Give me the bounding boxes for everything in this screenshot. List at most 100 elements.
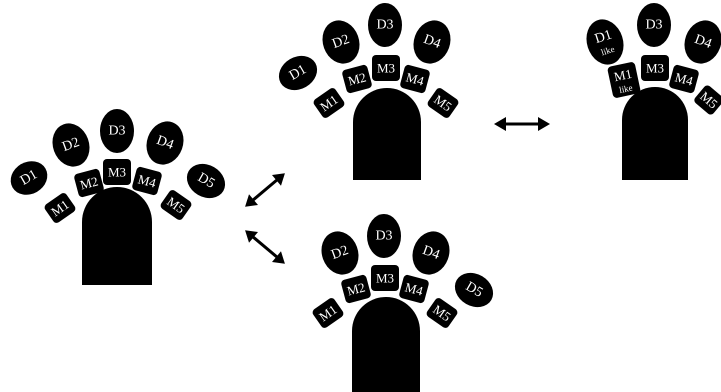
digit-shape	[278, 55, 318, 91]
digit-d3: D3	[367, 214, 401, 258]
metacarpal-like-note: like	[618, 83, 633, 96]
metacarpal-shape	[372, 55, 400, 81]
metacarpal-shape	[669, 64, 699, 94]
metacarpal-label: M3	[108, 165, 126, 180]
digit-d3: D3	[368, 3, 402, 47]
hand-left: D1 D2 D3 D4 D5 M1 M2 M3	[10, 109, 226, 285]
metacarpal-shape	[371, 265, 399, 291]
digit-d1-like: D1 like	[586, 19, 624, 65]
metacarpal-m5: M5	[160, 190, 192, 220]
metacarpal-label: M3	[646, 61, 664, 76]
digit-label: D2	[330, 32, 351, 52]
digit-shape	[321, 231, 359, 275]
digit-label: D1	[287, 62, 309, 84]
digit-label: D3	[376, 18, 393, 33]
digit-like-note: like	[600, 44, 616, 58]
metacarpal-m3: M3	[103, 159, 131, 185]
metacarpal-m4: M4	[400, 64, 430, 94]
digit-shape	[367, 214, 401, 258]
digit-d3: D3	[100, 109, 134, 153]
digit-shape	[454, 272, 494, 308]
metacarpal-shape	[74, 168, 104, 198]
digit-label: D3	[645, 18, 662, 33]
metacarpal-label: M2	[345, 279, 366, 298]
metacarpal-m3: M3	[371, 265, 399, 291]
digit-shape	[586, 19, 624, 65]
metacarpal-m1: M1	[312, 298, 344, 328]
metacarpal-shape	[312, 298, 344, 328]
digit-label: D4	[421, 32, 442, 52]
digit-d1: D1	[278, 55, 318, 91]
metacarpal-label: M2	[78, 173, 99, 192]
digit-shape	[10, 161, 48, 195]
metacarpal-shape	[641, 55, 669, 81]
digit-label: D4	[692, 32, 713, 52]
palm	[622, 87, 688, 180]
metacarpal-shape	[341, 274, 371, 304]
hand-top-middle: D1 D2 D3 D4 M1 M2 M3 M4	[278, 3, 459, 180]
metacarpal-label: M4	[136, 171, 158, 190]
digit-shape	[52, 123, 90, 167]
metacarpal-m4: M4	[669, 64, 699, 94]
metacarpal-shape	[400, 64, 430, 94]
metacarpal-label: M3	[376, 271, 394, 286]
metacarpal-m4: M4	[132, 166, 162, 196]
metacarpal-label: M4	[673, 69, 695, 88]
digit-d5: D5	[186, 163, 226, 199]
digit-label: D1	[18, 167, 40, 189]
digit-shape	[413, 20, 451, 64]
metacarpal-m1-like: M1 like	[607, 62, 641, 98]
metacarpal-shape	[427, 88, 459, 118]
metacarpal-shape	[44, 193, 76, 223]
digit-shape	[186, 163, 226, 199]
metacarpal-m5: M5	[694, 85, 721, 115]
metacarpal-m3: M3	[641, 55, 669, 81]
hand-bottom-middle: D2 D3 D4 D5 M1 M2 M3 M4	[312, 214, 494, 392]
digit-label: D2	[60, 135, 81, 155]
metacarpal-m5: M5	[427, 88, 459, 118]
digit-label: D5	[195, 170, 217, 192]
digit-d4: D4	[146, 121, 184, 165]
metacarpal-shape	[103, 159, 131, 185]
metacarpal-shape	[160, 190, 192, 220]
digit-label: D4	[154, 133, 175, 153]
metacarpal-shape	[399, 274, 429, 304]
metacarpal-shape	[607, 62, 641, 98]
digit-shape	[637, 3, 671, 47]
digit-label: D3	[108, 124, 125, 139]
metacarpal-label: M3	[377, 61, 395, 76]
digit-shape	[146, 121, 184, 165]
metacarpal-shape	[313, 88, 345, 118]
bidirectional-arrow-horizontal	[494, 117, 550, 131]
metacarpal-m3: M3	[372, 55, 400, 81]
digit-d5: D5	[454, 272, 494, 308]
digit-shape	[368, 3, 402, 47]
metacarpal-label: M4	[403, 279, 425, 298]
bidirectional-arrow-upper	[245, 173, 285, 207]
digit-d4: D4	[413, 20, 451, 64]
digit-label: D1	[593, 27, 614, 47]
digit-d1: D1	[10, 161, 48, 195]
digit-d4: D4	[412, 231, 450, 275]
bidirectional-arrow-lower	[245, 230, 285, 264]
metacarpal-m5: M5	[426, 298, 458, 328]
digit-label: D3	[375, 229, 392, 244]
metacarpal-shape	[694, 85, 721, 115]
hand-top-right: D1 like D3 D4 M1 like M3 M4 M5	[586, 3, 721, 180]
digit-shape	[684, 20, 721, 64]
digit-label: D4	[420, 243, 441, 263]
metacarpal-label: M2	[346, 69, 367, 88]
metacarpal-m4: M4	[399, 274, 429, 304]
digit-d3: D3	[637, 3, 671, 47]
digit-shape	[412, 231, 450, 275]
metacarpal-m1: M1	[44, 193, 76, 223]
metacarpal-m1: M1	[313, 88, 345, 118]
digit-d2: D2	[52, 123, 90, 167]
metacarpal-label: M4	[404, 69, 426, 88]
digit-d2: D2	[321, 231, 359, 275]
digit-shape	[100, 109, 134, 153]
metacarpal-m2: M2	[74, 168, 104, 198]
metacarpal-shape	[342, 64, 372, 94]
palm	[352, 297, 420, 392]
